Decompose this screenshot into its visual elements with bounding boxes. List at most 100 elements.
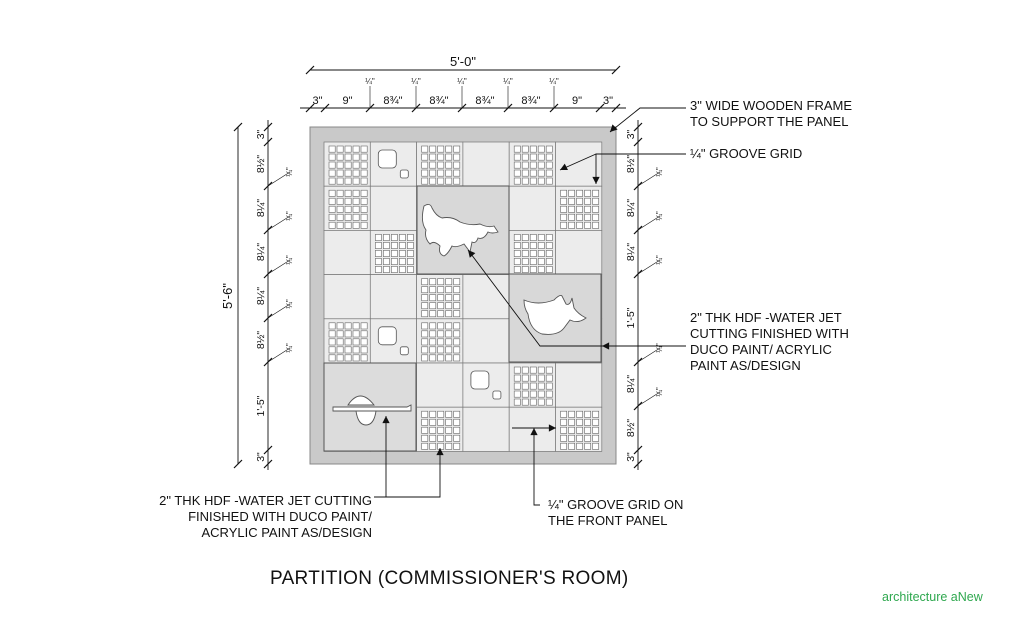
leader-line — [609, 107, 686, 133]
groove-square — [445, 330, 453, 338]
groove-square — [545, 153, 553, 161]
groove-square — [560, 213, 567, 221]
dimension-label: ¼" — [549, 77, 559, 86]
note-line: PAINT AS/DESIGN — [690, 358, 801, 373]
panel-cell — [416, 362, 464, 408]
groove-square — [453, 426, 461, 434]
groove-square — [382, 266, 390, 273]
note-line: TO SUPPORT THE PANEL — [690, 114, 849, 129]
groove-square — [521, 258, 529, 265]
groove-square — [390, 250, 398, 257]
groove-square — [513, 366, 521, 374]
note-line: CUTTING FINISHED WITH — [690, 326, 849, 341]
groove-square — [360, 153, 368, 161]
groove-square — [537, 161, 545, 169]
dimension-tick — [263, 137, 273, 147]
groove-square — [568, 410, 575, 418]
groove-square — [429, 145, 437, 153]
groove-square — [560, 205, 567, 213]
groove-square — [445, 442, 453, 450]
groove-square — [560, 189, 567, 197]
groove-square — [437, 278, 445, 286]
groove-square — [328, 346, 336, 354]
groove-square — [437, 161, 445, 169]
groove-square — [545, 177, 553, 185]
panel-cell — [508, 406, 556, 452]
groove-square — [344, 213, 352, 221]
note-hdf-right: 2" THK HDF -WATER JET CUTTING FINISHED W… — [690, 310, 849, 374]
groove-square — [437, 442, 445, 450]
groove-square — [429, 310, 437, 318]
groove-square — [537, 250, 545, 257]
groove-square — [429, 346, 437, 354]
groove-square — [344, 145, 352, 153]
groove-ext-line — [267, 215, 291, 231]
groove-square — [453, 346, 461, 354]
dimension-label: ¼" — [365, 77, 375, 86]
groove-square — [445, 169, 453, 177]
groove-square — [336, 338, 344, 346]
groove-square — [584, 418, 591, 426]
groove-square — [576, 426, 583, 434]
groove-square — [336, 354, 344, 362]
groove-square — [513, 177, 521, 185]
groove-square — [529, 374, 537, 382]
groove-square — [336, 153, 344, 161]
groove-square — [453, 286, 461, 294]
dimension-label: 8¼" — [625, 243, 637, 262]
groove-square — [360, 330, 368, 338]
groove-square — [521, 242, 529, 249]
groove-square — [453, 410, 461, 418]
groove-square — [344, 197, 352, 205]
groove-square — [568, 205, 575, 213]
note-line: 2" THK HDF -WATER JET — [690, 310, 842, 325]
groove-square — [445, 354, 453, 362]
groove-ext-line — [637, 259, 661, 275]
groove-square — [568, 442, 575, 450]
groove-square — [537, 398, 545, 406]
groove-square — [344, 177, 352, 185]
groove-square — [421, 310, 429, 318]
groove-square — [453, 354, 461, 362]
groove-square — [352, 145, 360, 153]
groove-square — [344, 153, 352, 161]
groove-square — [592, 205, 599, 213]
groove-square — [374, 258, 382, 265]
groove-square — [382, 234, 390, 241]
groove-square — [529, 398, 537, 406]
groove-ext-line — [267, 303, 291, 319]
groove-square — [437, 310, 445, 318]
panel-cell — [555, 230, 603, 275]
groove-square — [429, 169, 437, 177]
groove-square — [437, 153, 445, 161]
groove-square — [584, 213, 591, 221]
dimension-label: 9" — [342, 95, 352, 107]
groove-square — [429, 286, 437, 294]
groove-square — [360, 322, 368, 330]
groove-square — [429, 434, 437, 442]
dimension-tick — [633, 445, 643, 455]
cutout-square — [492, 390, 502, 400]
groove-square — [421, 418, 429, 426]
groove-square — [545, 169, 553, 177]
groove-square — [421, 330, 429, 338]
groove-square — [360, 213, 368, 221]
groove-square — [521, 366, 529, 374]
groove-square — [584, 205, 591, 213]
dimension-label: 8¾" — [429, 95, 448, 107]
dimension-tick — [263, 445, 273, 455]
groove-square — [513, 258, 521, 265]
groove-square — [445, 302, 453, 310]
groove-square — [429, 442, 437, 450]
groove-square — [390, 242, 398, 249]
groove-square — [453, 434, 461, 442]
dimension-label: 5'-0" — [450, 54, 476, 69]
groove-square — [560, 418, 567, 426]
dimension-label: 8½" — [255, 331, 267, 350]
groove-square — [398, 258, 406, 265]
groove-square — [576, 213, 583, 221]
groove-square — [568, 418, 575, 426]
groove-square — [336, 213, 344, 221]
leader-line — [533, 428, 540, 506]
groove-square — [445, 310, 453, 318]
